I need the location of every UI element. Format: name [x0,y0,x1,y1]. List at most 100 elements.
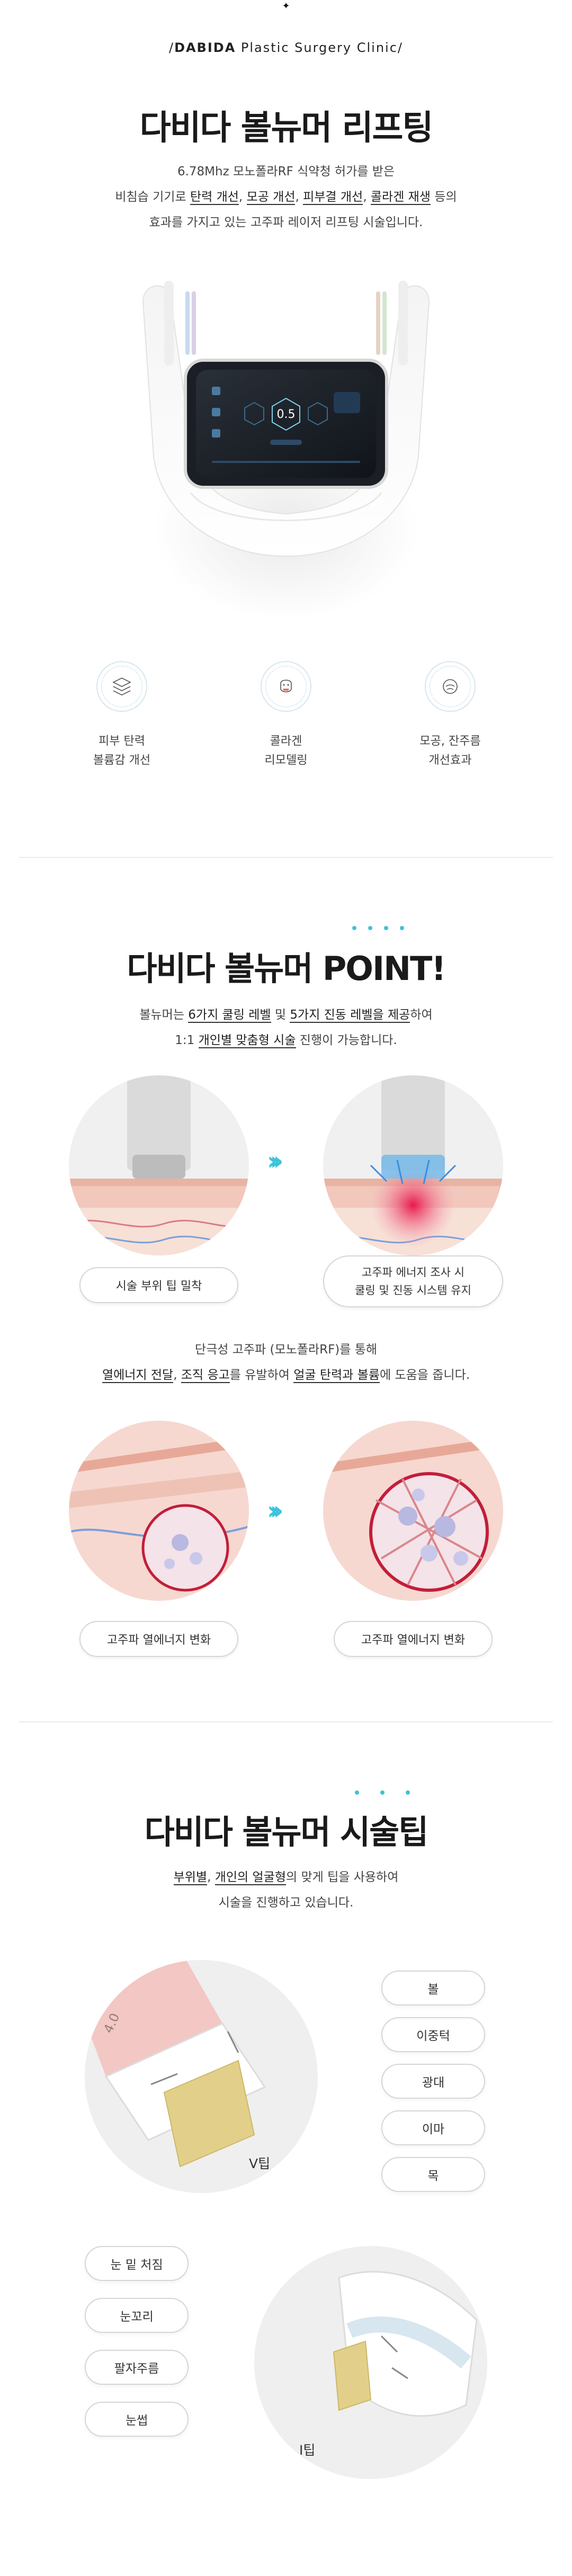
point-text: 하여 [410,1008,433,1022]
highlight-pores: 모공 개선 [246,190,296,205]
point-text: 및 [271,1008,290,1022]
point-description: 볼뉴머는 6가지 쿨링 레벨 및 5가지 진동 레벨을 제공하여 1:1 개인별… [0,1002,572,1053]
intro-title: 다비다 볼뉴머 리프팅 [139,109,433,148]
section-divider [19,857,553,858]
energy-caption-pill: 고주파 에너지 조사 시 쿨링 및 진동 시스템 유지 [323,1255,503,1307]
clinic-brand: DABIDA [174,40,236,55]
title-accent-dots [355,1790,410,1795]
area-pill-eyebrow: 눈썹 [85,2402,189,2437]
highlight-vibration: 5가지 진동 레벨을 제공 [290,1008,410,1023]
area-pill-under-eye: 눈 밑 처짐 [85,2246,189,2281]
highlight-faceshape: 개인의 얼굴형 [215,1870,286,1885]
v-tip-area-list: 볼 이중턱 광대 이마 목 [381,1971,485,2192]
tips-text: 의 맞게 팁을 사용하여 [286,1870,399,1884]
point-title: 다비다 볼뉴머 POINT! [127,949,446,988]
slash-right: / [397,40,404,55]
tips-title: 다비다 볼뉴머 시술팁 [144,1813,429,1851]
intro-text: 등의 [430,190,457,204]
area-pill-cheekbone: 광대 [381,2064,485,2099]
point-text: 볼뉴머는 [139,1008,189,1022]
tips-line-2: 시술을 진행하고 있습니다. [218,1896,354,1910]
intro-line-3: 효과를 가지고 있는 고주파 레이저 리프팅 시술입니다. [149,216,423,229]
feature-label: 콜라겐 리모델링 [233,732,339,770]
feature-label: 모공, 잔주름 개선효과 [397,732,503,770]
mono-text: 에 도움을 줍니다. [379,1368,470,1382]
highlight-custom: 개인별 맞춤형 시술 [198,1033,296,1048]
tips-line-1: 부위별, 개인의 얼굴형의 맞게 팁을 사용하여 [0,1865,572,1890]
arrow-right-icon: ››› [267,1496,284,1526]
mono-text: 를 유발하여 [229,1368,294,1382]
intro-line-1: 6.78Mhz 모노폴라RF 식약청 허가를 받은 [177,165,395,179]
volnewmer-device-image: 0.5 [111,281,461,620]
i-tip-label: I팁 [299,2443,316,2458]
pill-line1: 고주파 에너지 조사 시 [362,1266,464,1279]
monopolar-line-2: 열에너지 전달, 조직 응고를 유발하여 얼굴 탄력과 볼륨에 도움을 줍니다. [0,1362,572,1388]
area-pill-forehead: 이마 [381,2110,485,2145]
feature-label-line2: 리모델링 [264,754,308,767]
monopolar-description: 단극성 고주파 (모노폴라RF)를 통해 열에너지 전달, 조직 응고를 유발하… [0,1337,572,1388]
arrow-right-icon: ››› [267,1146,284,1176]
skin-contact-illustration [69,1075,249,1255]
pill-line2: 쿨링 및 진동 시스템 유지 [355,1284,471,1297]
tips-text: , [207,1870,215,1884]
area-pill-cheek: 볼 [381,1971,485,2005]
feature-label-line2: 볼륨감 개선 [93,754,151,767]
face-collagen-icon [265,666,307,707]
area-pill-double-chin: 이중턱 [381,2017,485,2052]
intro-text: 비침습 기기로 [115,190,190,204]
contact-caption-pill: 시술 부위 팁 밀착 [79,1267,238,1303]
feature-pores: 모공, 잔주름 개선효과 [397,661,503,770]
area-pill-neck: 목 [381,2157,485,2192]
feature-elasticity: 피부 탄력 볼륨감 개선 [69,661,175,770]
intro-description: 6.78Mhz 모노폴라RF 식약청 허가를 받은 비침습 기기로 탄력 개선,… [0,159,572,235]
feature-label-line1: 콜라겐 [270,735,302,748]
tissue-caption-pill: 고주파 열에너지 변화 [334,1621,493,1657]
intro-sep: , [363,190,371,204]
feature-label: 피부 탄력 볼륨감 개선 [69,732,175,770]
title-accent-dots [352,926,404,930]
feature-label-line1: 모공, 잔주름 [419,735,481,748]
feature-icon-circle [425,661,476,712]
area-pill-eye-corner: 눈꼬리 [85,2298,189,2333]
point-line-2: 1:1 개인별 맞춤형 시술 진행이 가능합니다. [0,1028,572,1053]
feature-label-line2: 개선효과 [428,754,472,767]
screen-value: 0.5 [277,408,296,421]
highlight-cooling: 6가지 쿨링 레벨 [188,1008,271,1023]
highlight-coagulation: 조직 응고 [181,1368,230,1383]
v-tip-label: V팁 [249,2156,271,2171]
tissue-before-illustration [69,1421,249,1601]
slash-left: / [168,40,175,55]
tissue-caption-pill: 고주파 열에너지 변화 [79,1621,238,1657]
highlight-collagen: 콜라겐 재생 [370,190,431,205]
v-tip-image: 4.0 [85,1960,318,2193]
face-wrinkle-icon [430,666,471,707]
tissue-after-illustration [323,1421,503,1601]
feature-icon-circle [261,661,311,712]
point-line-1: 볼뉴머는 6가지 쿨링 레벨 및 5가지 진동 레벨을 제공하여 [0,1002,572,1028]
mono-text: , [173,1368,181,1382]
tips-description: 부위별, 개인의 얼굴형의 맞게 팁을 사용하여 시술을 진행하고 있습니다. [0,1865,572,1915]
highlight-volume: 얼굴 탄력과 볼륨 [293,1368,380,1383]
intro-sep: , [238,190,247,204]
i-tip-image [254,2246,487,2479]
clinic-name: /DABIDA Plastic Surgery Clinic/ [0,40,572,55]
area-pill-nasolabial: 팔자주름 [85,2350,189,2385]
highlight-elasticity: 탄력 개선 [190,190,239,205]
clinic-subtitle: Plastic Surgery Clinic [236,40,398,55]
point-text: 1:1 [175,1033,199,1047]
feature-collagen: 콜라겐 리모델링 [233,661,339,770]
feature-label-line1: 피부 탄력 [99,735,145,748]
point-text: 진행이 가능합니다. [296,1033,397,1047]
highlight-texture: 피부결 개선 [303,190,363,205]
highlight-heat: 열에너지 전달 [102,1368,174,1383]
device-illustration: 0.5 [142,281,430,620]
feature-icon-circle [96,661,147,712]
energy-emission-illustration [323,1075,503,1255]
highlight-area: 부위별 [173,1870,208,1885]
skin-layers-icon [101,666,142,707]
intro-sep: , [295,190,303,204]
diamond-ornament: ✦ [282,1,290,12]
intro-line-2: 비침습 기기로 탄력 개선, 모공 개선, 피부결 개선, 콜라겐 재생 등의 [0,184,572,210]
i-tip-area-list: 눈 밑 처짐 눈꼬리 팔자주름 눈썹 [85,2246,189,2437]
monopolar-line-1: 단극성 고주파 (모노폴라RF)를 통해 [194,1343,378,1357]
